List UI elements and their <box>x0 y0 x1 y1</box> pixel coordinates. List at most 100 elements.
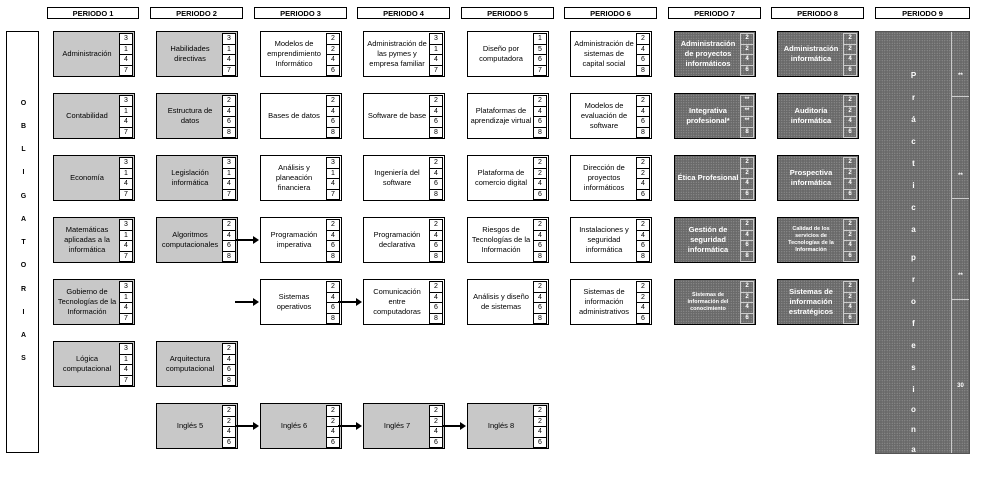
hours-cell: 4 <box>119 365 133 376</box>
course-name: Calidad de los servicios de Tecnologías … <box>788 226 834 253</box>
hours-cell: 7 <box>119 251 133 262</box>
hours-cell: 1 <box>533 33 547 45</box>
hours-cell: ** <box>740 95 754 107</box>
period-header: PERIODO 1 <box>47 7 139 19</box>
hours-cell: 4 <box>119 303 133 314</box>
hours-cell: ** <box>740 106 754 117</box>
hours-cell: 2 <box>533 157 547 169</box>
hours-cell: 6 <box>429 179 443 190</box>
practica-letter: f <box>912 319 915 328</box>
hours-cell: 4 <box>740 303 754 314</box>
hours-cell: 6 <box>429 241 443 252</box>
hours-cell: 4 <box>222 427 236 438</box>
hours-cell: 4 <box>843 179 857 190</box>
practica-letter: t <box>912 159 915 168</box>
course-name: Sistemas de información administrativos <box>578 287 630 316</box>
course-name: Matemáticas aplicadas a la informática <box>64 225 110 254</box>
course-name: Sistemas de información del conocimiento <box>687 291 729 312</box>
hours-cell: 1 <box>222 168 236 179</box>
hours-cell: 2 <box>326 416 340 427</box>
hours-cell: 8 <box>326 251 340 262</box>
hours-cell: 7 <box>119 127 133 138</box>
practica-letter: e <box>911 341 916 350</box>
hours-cell: 4 <box>429 292 443 303</box>
hours-cell: 4 <box>740 179 754 190</box>
hours-cell: 4 <box>740 55 754 66</box>
practica-letter: á <box>911 115 916 124</box>
course-name: Arquitectura computacional <box>165 354 215 373</box>
hours-cell: 6 <box>222 437 236 448</box>
hours-cell: 2 <box>843 157 857 169</box>
hours-cell: 1 <box>429 44 443 55</box>
hours-cell: 6 <box>843 127 857 138</box>
hours-cell: 6 <box>740 189 754 200</box>
course-name: Legislación informática <box>171 168 209 187</box>
arrow-right-icon <box>338 298 362 306</box>
hours-cell: 6 <box>326 117 340 128</box>
hours-cell: 4 <box>429 55 443 66</box>
hours-cell: 8 <box>429 313 443 324</box>
course-name: Análisis y diseño de sistemas <box>473 292 529 311</box>
hours-cell: 3 <box>429 33 443 45</box>
hours-cell: 4 <box>636 179 650 190</box>
hours-cell: 7 <box>533 65 547 76</box>
course-name: Administración de las pymes y empresa fa… <box>367 39 427 68</box>
hours-cell: 5 <box>533 44 547 55</box>
hours-cell: 2 <box>740 168 754 179</box>
hours-cell: 2 <box>740 44 754 55</box>
hours-cell: 2 <box>222 343 236 355</box>
hours-cell: 4 <box>119 179 133 190</box>
hours-cell: 4 <box>843 55 857 66</box>
course-name: Inglés 5 <box>176 421 204 430</box>
course-name: Algoritmos computacionales <box>161 230 219 249</box>
hours-cell: 6 <box>326 241 340 252</box>
obligatorias-letter: A <box>20 216 27 223</box>
hours-cell: 6 <box>533 303 547 314</box>
hours-cell: 3 <box>119 157 133 169</box>
hours-cell: 6 <box>326 303 340 314</box>
hours-cell: 2 <box>533 95 547 107</box>
hours-cell: 2 <box>843 292 857 303</box>
hours-cell: 2 <box>636 219 650 231</box>
period-header: PERIODO 2 <box>150 7 243 19</box>
hours-cell: 7 <box>119 65 133 76</box>
hours-cell: 2 <box>843 33 857 45</box>
hours-cell: 2 <box>740 33 754 45</box>
practica-letter: p <box>911 253 916 262</box>
course-card: Sistemas de información del conocimiento… <box>674 279 756 325</box>
course-name: Habilidades directivas <box>170 44 210 63</box>
hours-cell: 2 <box>843 281 857 293</box>
hours-cell: 8 <box>533 251 547 262</box>
hours-cell: 6 <box>636 189 650 200</box>
hours-cell: 7 <box>119 375 133 386</box>
course-name: Ética Profesional <box>677 173 739 182</box>
practica-letter: o <box>911 297 916 306</box>
hours-cell: 2 <box>533 416 547 427</box>
course-name: Plataformas de aprendizaje virtual <box>470 106 532 125</box>
hours-cell: 6 <box>636 241 650 252</box>
practica-row-divider <box>951 198 969 199</box>
